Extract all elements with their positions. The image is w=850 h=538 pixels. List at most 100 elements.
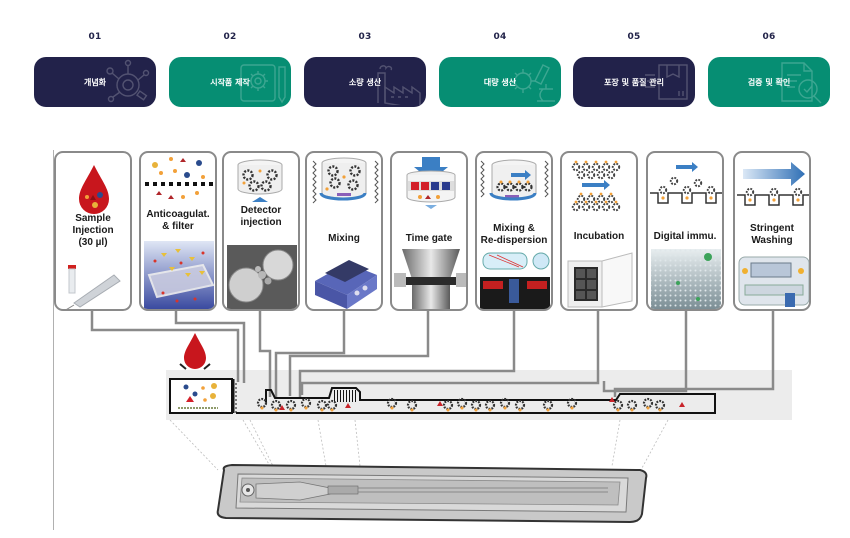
- microscope-virus-icon: [511, 64, 555, 102]
- connector-anticoagulant: [174, 311, 246, 383]
- step-06: 06 검증 및 확인: [708, 30, 830, 110]
- analyte-dot: [630, 408, 634, 412]
- connector-digital-immu: [602, 311, 688, 393]
- redispersion-icon: [480, 159, 549, 201]
- step-button-packaging-qc[interactable]: 포장 및 품질 관리: [573, 57, 695, 107]
- card-title: Incubation: [573, 231, 625, 242]
- step-button-mass-production[interactable]: 대량 생산: [439, 57, 561, 107]
- connector-redispersion: [298, 311, 516, 397]
- step-number: 01: [88, 32, 102, 42]
- step-label: 검증 및 확인: [747, 77, 791, 87]
- analyte-dot: [518, 408, 522, 412]
- package-box-icon: [645, 64, 688, 100]
- step-label: 개념화: [83, 77, 107, 87]
- analyte-dot: [570, 406, 574, 410]
- well-array-icon: [650, 162, 722, 204]
- analyte-dot: [616, 408, 620, 412]
- connector-sample: [90, 311, 240, 382]
- step-label: 시작품 제작: [210, 77, 250, 87]
- step-05: 05 포장 및 품질 관리: [573, 30, 695, 110]
- step-number: 05: [627, 32, 641, 42]
- analyte-dot: [260, 406, 264, 410]
- card-stringent-washing: Stringent Washing: [733, 151, 811, 311]
- dispersion-device-photo: [480, 252, 550, 309]
- step-label: 대량 생산: [483, 77, 517, 87]
- analyte-dot: [330, 408, 334, 412]
- card-title: Anticoagulat. & filter: [146, 209, 210, 232]
- particle-filter-icon: [145, 157, 213, 199]
- microwell-array-photo: [651, 249, 721, 309]
- analyte-dot: [274, 408, 278, 412]
- inlet-chamber: [169, 378, 235, 414]
- card-detector-injection: Detector injection: [222, 151, 300, 311]
- connector-incubation: [300, 311, 600, 395]
- microfluidic-channel: [235, 382, 716, 414]
- cell-marker: [437, 401, 443, 406]
- cell-marker: [679, 402, 685, 407]
- analyte-dot: [546, 408, 550, 412]
- analyte-dot: [658, 408, 662, 412]
- projection-lines: [169, 419, 669, 471]
- factory-icon: [377, 65, 421, 105]
- step-label: 포장 및 품질 관리: [604, 77, 664, 87]
- card-title: Digital immu.: [653, 231, 717, 242]
- syringe-pump-photo: [738, 256, 809, 307]
- card-title: Detector injection: [240, 205, 282, 228]
- analyte-dot: [410, 408, 414, 412]
- step-01: 01 개념화: [34, 30, 156, 110]
- blood-drop-icon: [79, 165, 109, 214]
- step-button-small-batch[interactable]: 소량 생산: [304, 57, 426, 107]
- connector-washing: [613, 311, 775, 397]
- pipette-photo: [66, 265, 121, 309]
- card-mixing: Mixing: [305, 151, 383, 311]
- left-divider: [53, 150, 54, 530]
- step-02: 02 시작품 제작: [169, 30, 291, 110]
- card-title: Mixing: [328, 233, 360, 244]
- mixing-container-icon: [312, 157, 379, 204]
- card-sample-injection: Sample Injection (30 µl): [54, 151, 132, 311]
- analyte-dot: [460, 406, 464, 410]
- analyte-dot: [289, 408, 293, 412]
- connector-detector: [258, 311, 272, 397]
- blueprint-gear-icon: [240, 64, 286, 104]
- bead-array-icon: [571, 160, 621, 212]
- analyte-dot: [474, 408, 478, 412]
- bead-container-icon: [237, 159, 283, 202]
- card-anticoagulant-filter: Anticoagulat. & filter: [139, 151, 217, 311]
- step-04: 04 대량 생산: [439, 30, 561, 110]
- inlet-blood-drop-icon: [179, 333, 211, 370]
- analyte-dot: [646, 406, 650, 410]
- card-mixing-redispersion: Mixing & Re-dispersion: [475, 151, 553, 311]
- analyte-dot: [503, 406, 507, 410]
- connector-mixing: [274, 311, 346, 397]
- incubator-photo: [567, 252, 633, 308]
- step-number: 06: [762, 32, 776, 42]
- card-incubation: Incubation: [560, 151, 638, 311]
- cell-marker: [279, 405, 285, 410]
- step-button-verification[interactable]: 검증 및 확인: [708, 57, 830, 107]
- network-icon: [106, 59, 150, 103]
- analyte-dot: [304, 406, 308, 410]
- step-03: 03 소량 생산: [304, 30, 426, 110]
- microbead-sem-photo: [227, 245, 297, 309]
- analyte-dot: [390, 406, 394, 410]
- step-button-prototyping[interactable]: 시작품 제작: [169, 57, 291, 107]
- channel-beads: [256, 397, 685, 412]
- step-number: 02: [223, 32, 237, 42]
- document-check-icon: [781, 62, 822, 104]
- connector-time-gate: [288, 311, 430, 396]
- vortex-mixer-photo: [315, 260, 377, 309]
- step-button-conceptualization[interactable]: 개념화: [34, 57, 156, 107]
- step-label: 소량 생산: [348, 77, 382, 87]
- cell-marker: [345, 403, 351, 408]
- process-steps: 01 개념화 02: [0, 30, 850, 110]
- step-number: 03: [358, 32, 372, 42]
- membrane-filter-photo: [144, 241, 215, 309]
- analyte-dot: [446, 408, 450, 412]
- step-number: 04: [493, 32, 507, 42]
- connector-lines: [90, 311, 775, 397]
- card-digital-immunoassay: Digital immu.: [646, 151, 724, 311]
- card-title: Sample Injection (30 µl): [72, 213, 114, 248]
